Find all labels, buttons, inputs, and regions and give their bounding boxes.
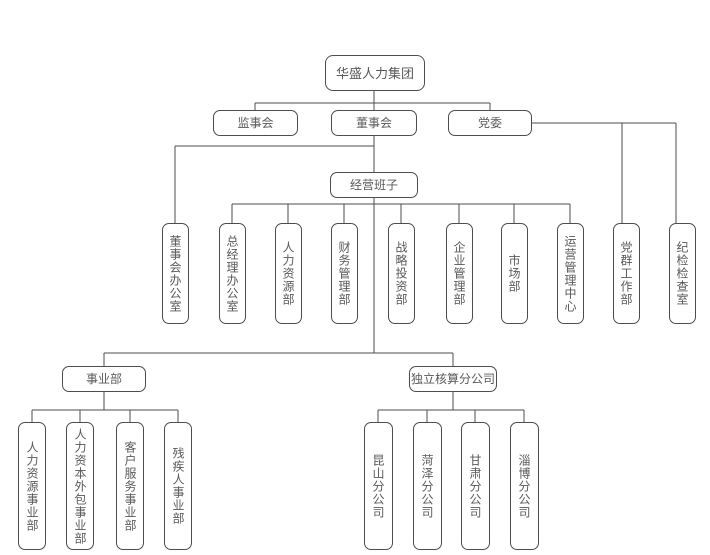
node-dept-strategic-investment: 战略投资部	[387, 223, 415, 324]
node-party-committee: 党委	[448, 110, 532, 136]
node-management-team: 经营班子	[330, 172, 418, 198]
node-dept-party-mass-work: 党群工作部	[612, 223, 640, 324]
node-unit-human-capital-outsourcing: 人力资本外包事业部	[66, 422, 94, 550]
node-dept-marketing: 市场部	[500, 223, 528, 324]
node-group-root: 华盛人力集团	[325, 55, 425, 91]
node-branch-heze: 菏泽分公司	[412, 422, 442, 550]
node-branch-kunshan: 昆山分公司	[363, 422, 393, 550]
node-supervisory-board: 监事会	[213, 110, 298, 136]
node-unit-customer-service: 客户服务事业部	[116, 422, 144, 550]
node-dept-discipline-inspection: 纪检检查室	[668, 223, 696, 324]
node-branch-gansu: 甘肃分公司	[460, 422, 490, 550]
node-business-division: 事业部	[62, 366, 146, 392]
node-branch-zibo: 淄博分公司	[509, 422, 539, 550]
node-unit-hr-business: 人力资源事业部	[18, 422, 46, 550]
node-independent-branches: 独立核算分公司	[409, 366, 497, 392]
node-dept-finance: 财务管理部	[330, 223, 358, 324]
node-unit-disabled-persons: 残疾人事业部	[164, 422, 192, 550]
node-dept-hr: 人力资源部	[274, 223, 302, 324]
node-board-of-directors: 董事会	[331, 110, 417, 136]
node-dept-operations-center: 运营管理中心	[556, 223, 584, 324]
node-dept-enterprise-management: 企业管理部	[445, 223, 473, 324]
node-dept-board-office: 董事会办公室	[161, 223, 189, 324]
node-dept-gm-office: 总经理办公室	[218, 223, 246, 324]
